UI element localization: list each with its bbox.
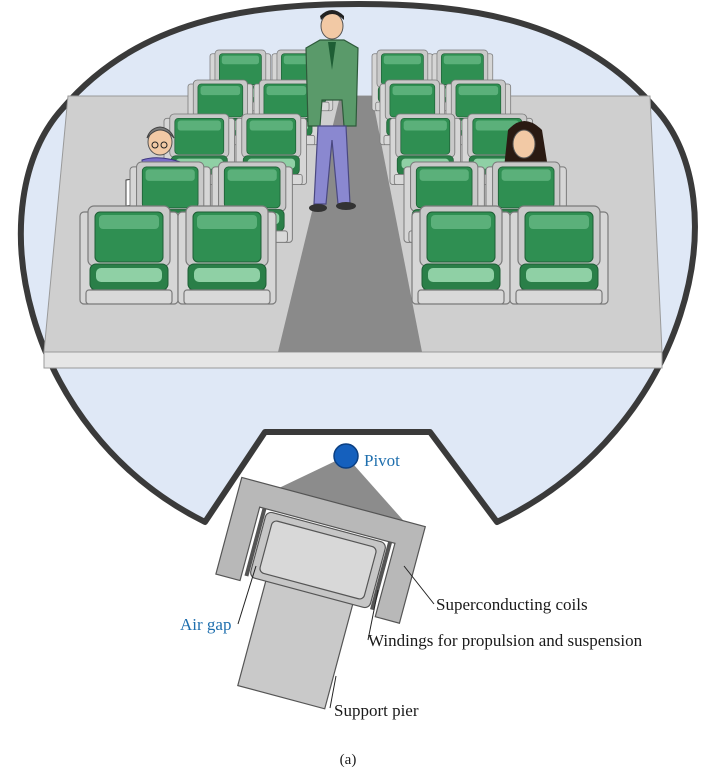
label-superconducting-coils: Superconducting coils [436,595,588,614]
label-pivot: Pivot [364,451,400,470]
seat-icon [80,206,178,304]
label-support-pier: Support pier [334,701,419,720]
figure-caption: (a) [340,752,357,768]
seat-icon [412,206,510,304]
seat-icon [178,206,276,304]
seat-icon [510,206,608,304]
label-air-gap: Air gap [180,615,231,634]
label-windings: Windings for propulsion and suspension [368,631,643,650]
pivot-icon [334,444,358,468]
